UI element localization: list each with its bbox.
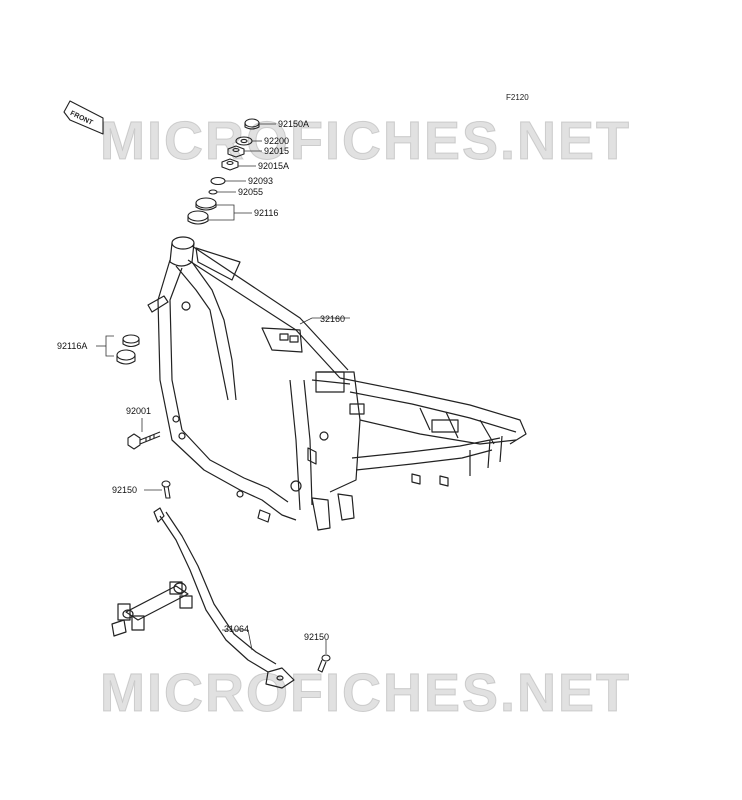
main-frame [147,236,527,531]
bolt-92150-upper [161,480,171,499]
part-label[interactable]: 92001 [126,406,152,416]
front-arrow-icon [63,100,104,135]
part-label[interactable]: 92200 [264,136,290,146]
part-label[interactable]: 92015A [258,161,290,171]
bolt-92150-lower [317,654,331,673]
watermark-bottom: MICROFICHES.NET [99,663,632,724]
bolt-92001 [127,431,161,450]
part-label[interactable]: 92055 [238,187,264,197]
lower-cradle-31064 [111,507,295,689]
watermark-top: MICROFICHES.NET [99,111,632,172]
part-label[interactable]: 31064 [224,624,250,634]
part-label[interactable]: 92015 [264,146,290,156]
lower-bearing-parts [116,334,140,365]
part-label[interactable]: 92116A [57,341,88,351]
part-label[interactable]: 92116 [254,208,279,218]
part-label[interactable]: 32160 [320,314,346,324]
part-label[interactable]: 92150 [304,632,330,642]
part-label[interactable]: 92150 [112,485,138,495]
leader-lines [96,123,350,654]
steering-stack-parts [187,118,260,225]
part-label[interactable]: 92150A [278,119,310,129]
diagram-code: F2120 [506,93,529,102]
part-label[interactable]: 92093 [248,176,274,186]
